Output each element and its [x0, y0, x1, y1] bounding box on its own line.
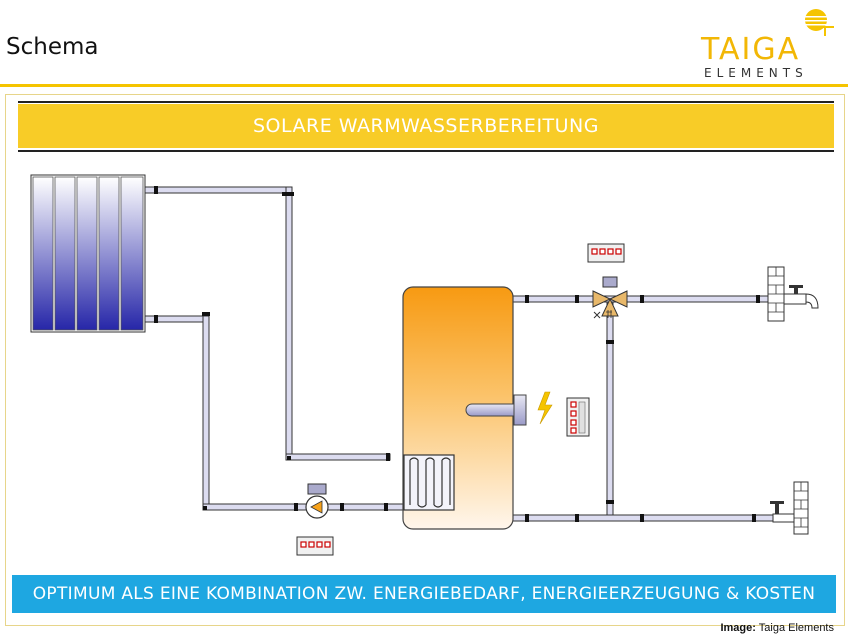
content-frame — [5, 94, 845, 626]
pipe-joints — [154, 186, 760, 522]
header-rule — [0, 84, 848, 87]
cold-water-inlet — [770, 481, 809, 535]
company-logo: TAIGA ELEMENTS — [698, 6, 844, 80]
pump-controller — [296, 536, 334, 556]
circulation-pump — [305, 483, 329, 519]
lightning-icon — [537, 391, 553, 425]
image-credit: Image: Taiga Elements — [720, 622, 834, 634]
hot-water-tap — [767, 266, 819, 322]
heater-controller — [566, 397, 590, 437]
sun-logo-icon — [804, 9, 834, 36]
banner-bottom-line — [18, 150, 834, 152]
summary-footer: OPTIMUM ALS EINE KOMBINATION ZW. ENERGIE… — [12, 575, 836, 613]
heat-exchanger-coil — [403, 454, 455, 511]
diagram-title-banner: SOLARE WARMWASSERBEREITUNG — [18, 104, 834, 148]
page-title: Schema — [6, 34, 99, 60]
credit-source: Taiga Elements — [758, 622, 834, 634]
banner-top-line — [18, 101, 834, 103]
mixing-valve-controller — [587, 243, 625, 263]
logo-subtitle: ELEMENTS — [704, 66, 808, 80]
credit-label: Image: — [720, 622, 756, 634]
logo-wordmark: TAIGA — [701, 32, 801, 67]
three-way-mixing-valve — [592, 276, 628, 319]
electric-heater-element — [465, 394, 527, 426]
solar-collector — [30, 174, 146, 333]
